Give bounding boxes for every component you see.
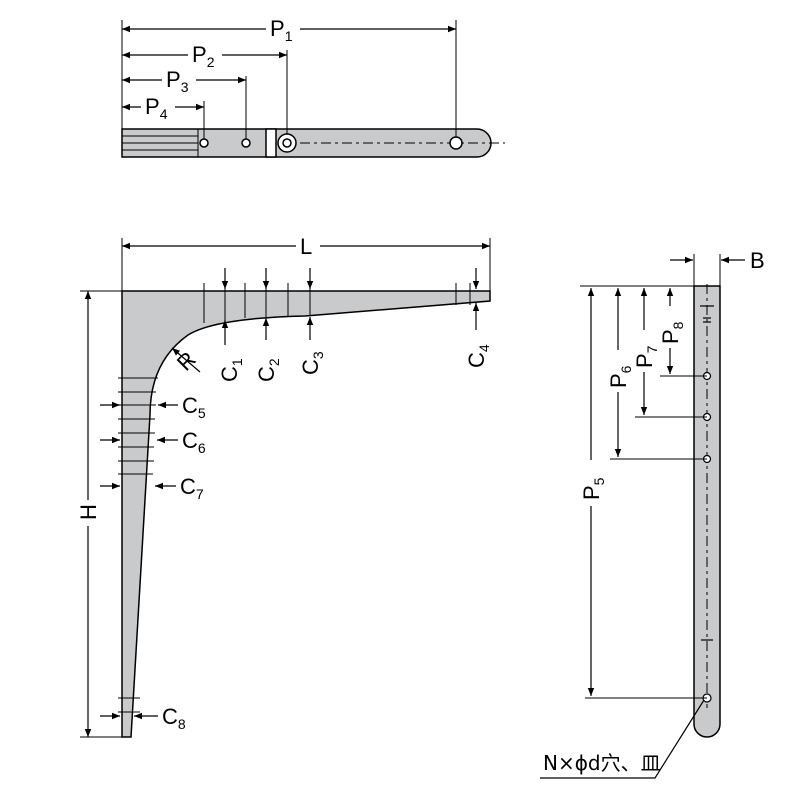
front-view <box>80 238 491 738</box>
leg-c-arrows <box>100 401 178 720</box>
label-hole-note: N×ϕd穴、皿 <box>543 751 661 775</box>
label-p1: P1 <box>270 16 293 44</box>
arm-thickness-marks <box>203 283 471 323</box>
hole-p4 <box>199 138 209 148</box>
radius-arrow <box>171 347 201 373</box>
hole-p3 <box>241 138 251 148</box>
label-p8: P8 <box>658 321 686 344</box>
top-view <box>121 20 505 158</box>
side-view-body <box>693 285 721 738</box>
label-p2: P2 <box>192 42 215 70</box>
label-c8: C8 <box>162 704 186 732</box>
label-p7: P7 <box>632 345 660 368</box>
top-view-extension-lines <box>121 20 457 139</box>
label-h: H <box>76 504 101 520</box>
arm-c-arrows <box>221 268 480 345</box>
label-c3: C3 <box>298 351 326 375</box>
side-view-extension-lines <box>580 254 721 699</box>
label-c5: C5 <box>182 393 206 421</box>
label-c7: C7 <box>180 474 204 502</box>
label-p3: P3 <box>166 67 189 95</box>
label-l: L <box>300 234 312 259</box>
top-view-grooves <box>122 129 199 157</box>
label-b: B <box>750 248 765 273</box>
label-p6: P6 <box>606 365 634 388</box>
label-c6: C6 <box>182 428 206 456</box>
bracket-body <box>121 290 491 738</box>
label-c2: C2 <box>254 358 282 382</box>
leg-thickness-marks <box>118 377 158 713</box>
pivot-block <box>265 128 277 158</box>
hole-p1 <box>449 136 463 150</box>
label-c4: C4 <box>464 344 492 368</box>
label-c1: C1 <box>217 358 245 382</box>
label-p5: P5 <box>579 477 607 500</box>
hole-p2-inner <box>282 138 292 148</box>
label-p4: P4 <box>145 94 168 122</box>
hole-note-leader <box>540 699 705 779</box>
